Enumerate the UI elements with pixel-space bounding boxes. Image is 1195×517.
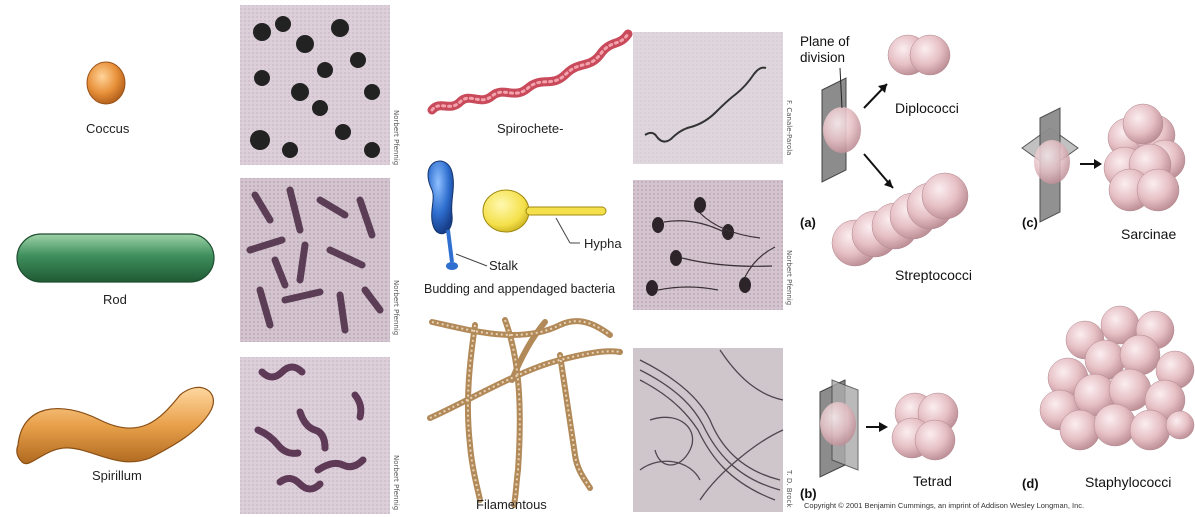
photo-cocci bbox=[240, 5, 390, 165]
label-staphylococci: Staphylococci bbox=[1085, 474, 1171, 490]
budding-cell bbox=[428, 161, 453, 234]
credit-photo-3: Norbert Pfennig bbox=[392, 455, 400, 510]
label-tetrad: Tetrad bbox=[913, 473, 952, 489]
diagram-b-planes bbox=[820, 380, 858, 477]
copyright-text: Copyright © 2001 Benjamin Cummings, an i… bbox=[804, 501, 1084, 510]
diagram-a-plane bbox=[822, 68, 861, 182]
sarcinae-cluster bbox=[1104, 104, 1185, 211]
tetrad-cluster bbox=[892, 393, 958, 460]
label-hypha: Hypha bbox=[584, 236, 622, 251]
label-stalk: Stalk bbox=[489, 258, 518, 273]
label-diplococci: Diplococci bbox=[895, 100, 959, 116]
staphylococci-cluster bbox=[1040, 306, 1194, 450]
label-plane-of-division: Plane of division bbox=[800, 34, 862, 66]
label-coccus: Coccus bbox=[86, 121, 129, 136]
label-budding: Budding and appendaged bacteria bbox=[424, 282, 615, 296]
label-streptococci: Streptococci bbox=[895, 267, 972, 283]
label-c: (c) bbox=[1022, 215, 1038, 230]
photo-rods bbox=[240, 178, 390, 342]
photo-spirilla bbox=[240, 357, 390, 514]
label-a: (a) bbox=[800, 215, 816, 230]
label-spirochete: Spirochete- bbox=[497, 121, 563, 136]
diplococci-cluster bbox=[888, 35, 950, 75]
diagram-c-planes bbox=[1022, 108, 1078, 222]
label-sarcinae: Sarcinae bbox=[1121, 226, 1176, 242]
label-filamentous: Filamentous bbox=[476, 497, 547, 512]
credit-photo-1: Norbert Pfennig bbox=[392, 110, 400, 165]
rod-cell bbox=[17, 234, 214, 282]
label-b: (b) bbox=[800, 486, 817, 501]
credit-photo-6: T. D. Brock bbox=[785, 470, 793, 507]
coccus-cell bbox=[87, 62, 125, 104]
credit-photo-5: Norbert Pfennig bbox=[785, 250, 793, 305]
photo-spirochete bbox=[633, 32, 783, 164]
label-d: (d) bbox=[1022, 476, 1039, 491]
photo-filamentous bbox=[633, 348, 783, 512]
credit-photo-4: F. Canale-Parola bbox=[785, 100, 793, 155]
spirillum-cell bbox=[17, 387, 214, 463]
streptococci-chain bbox=[832, 173, 968, 266]
filamentous-cells bbox=[430, 320, 620, 505]
label-rod: Rod bbox=[103, 292, 127, 307]
appendaged-cell bbox=[483, 190, 529, 232]
spirochete-cell bbox=[432, 34, 628, 110]
credit-photo-2: Norbert Pfennig bbox=[392, 280, 400, 335]
label-spirillum: Spirillum bbox=[92, 468, 142, 483]
photo-budding bbox=[633, 180, 783, 310]
